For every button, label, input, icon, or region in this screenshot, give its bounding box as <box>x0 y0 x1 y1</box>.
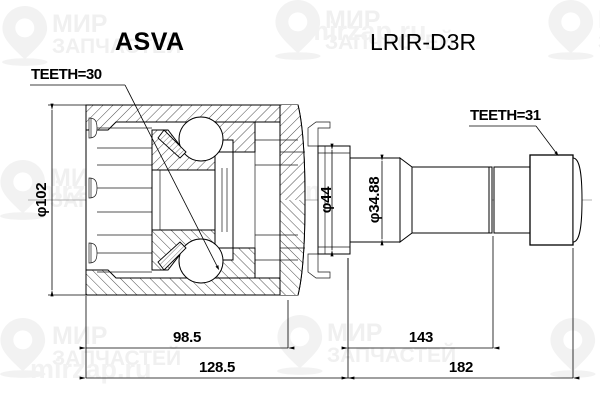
teeth-outer-annotation: TEETH=31 <box>469 107 559 156</box>
dim-diameter-flange-label: φ44 <box>318 186 335 213</box>
shaft-splined-end <box>529 154 574 246</box>
watermark-line2: ЗАПЧАСТЕЙ <box>325 30 454 54</box>
drive-shaft <box>349 154 583 246</box>
shaft-segment-1 <box>349 157 401 243</box>
bearing-ball-bottom <box>178 238 224 284</box>
seal-lip-top <box>307 121 331 147</box>
dim-length-shaft-label: 143 <box>409 329 433 346</box>
dim-length-housing-label: 98.5 <box>173 329 201 346</box>
watermark-line2: ЗАПЧАСТЕЙ <box>52 346 181 370</box>
watermark-line2: ЗАПЧАСТЕЙ <box>327 343 456 367</box>
dim-diameter-housing-label: φ102 <box>33 183 50 218</box>
shaft-tip <box>572 157 583 243</box>
part-number-title: LRIR-D3R <box>370 29 476 55</box>
boot-groove-rings <box>88 117 98 264</box>
watermark-line1: МИР <box>52 10 107 38</box>
watermark-line1: МИР <box>598 6 600 34</box>
cv-joint-housing <box>85 104 306 296</box>
bearing-ball-top <box>178 116 224 162</box>
teeth-inner-annotation: TEETH=30 <box>30 66 220 271</box>
dim-diameter-shaft: φ34.88 <box>350 154 386 246</box>
dim-diameter-flange: φ44 <box>318 143 335 257</box>
dimension-lines-bottom: 98.5 128.5 143 182 <box>79 236 580 380</box>
watermark-line1: МИР <box>325 6 380 34</box>
splined-hub <box>214 151 234 249</box>
seal-lip-bottom <box>307 253 331 279</box>
dim-diameter-shaft-label: φ34.88 <box>366 177 383 223</box>
watermark-line2: ЗАПЧАСТЕЙ <box>598 30 600 54</box>
dim-diameter-housing: φ102 <box>33 103 86 297</box>
watermark-line2: ЗАПЧАСТЕЙ <box>52 34 181 58</box>
watermark-line1: МИР <box>52 322 107 350</box>
teeth-outer-label: TEETH=31 <box>470 107 541 124</box>
watermark-line1: МИР <box>327 319 382 347</box>
shaft-segment-2 <box>411 166 493 234</box>
brand-title: ASVA <box>115 28 185 56</box>
dim-length-total-left-label: 128.5 <box>199 359 235 376</box>
flange-body <box>317 145 351 255</box>
shaft-segment-3 <box>493 166 531 234</box>
dim-length-total-right-label: 182 <box>449 359 473 376</box>
watermark-url: mirzap.ru <box>30 354 152 384</box>
shaft-taper <box>399 157 413 243</box>
watermark-url: mirzap.ru <box>305 16 427 46</box>
teeth-inner-label: TEETH=30 <box>31 66 102 83</box>
shaft-flange <box>307 121 351 279</box>
